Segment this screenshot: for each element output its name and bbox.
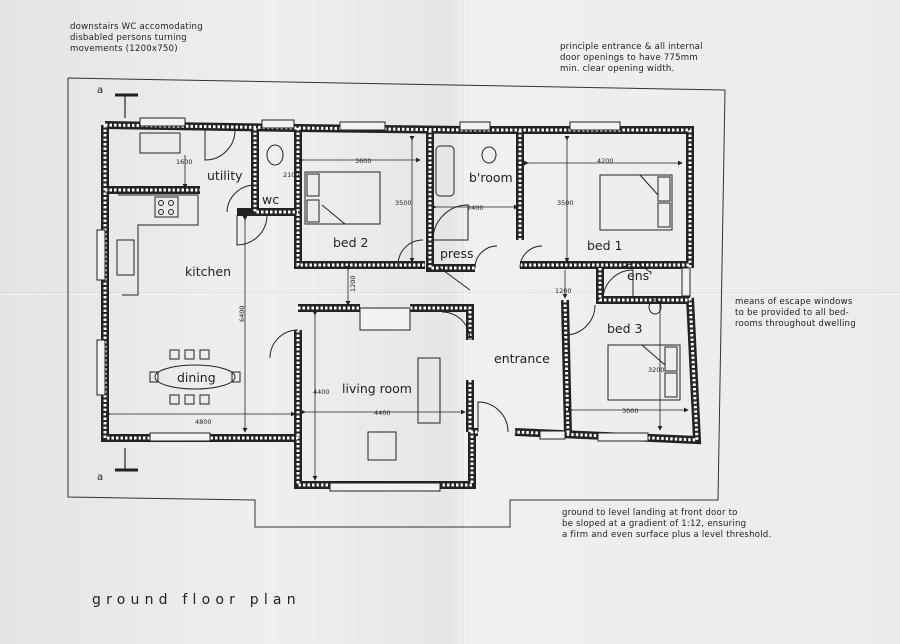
section-mark-top: a	[97, 85, 138, 118]
windows	[96, 117, 691, 492]
room-label-press: press	[440, 246, 474, 261]
svg-text:2400: 2400	[467, 204, 484, 212]
bed-icon	[607, 344, 681, 401]
svg-text:3500: 3500	[557, 199, 574, 207]
room-label-utility: utility	[207, 168, 243, 183]
escape-windows-note: means of escape windows to be provided t…	[735, 297, 856, 329]
sink-icon	[139, 132, 181, 154]
room-label-dining: dining	[177, 370, 216, 385]
svg-text:3000: 3000	[622, 407, 639, 415]
svg-text:1600: 1600	[176, 158, 193, 166]
room-label-bathroom: b'room	[469, 170, 513, 185]
svg-text:4800: 4800	[195, 418, 212, 426]
svg-text:4400: 4400	[374, 409, 391, 417]
room-label-bed-2: bed 2	[333, 235, 369, 250]
svg-text:a: a	[97, 85, 103, 96]
svg-text:1200: 1200	[555, 287, 572, 295]
bed-icon	[304, 171, 381, 225]
svg-text:3600: 3600	[355, 157, 372, 165]
dimension-labels: 1600 2100 3600 3500 2400 4200 3500 1200 …	[176, 157, 665, 426]
svg-text:6400: 6400	[238, 305, 246, 322]
svg-text:3200: 3200	[648, 366, 665, 374]
svg-text:4200: 4200	[597, 157, 614, 165]
toilet-icon	[481, 146, 497, 164]
section-mark-bottom: a	[97, 448, 138, 483]
stair-icon	[432, 204, 469, 241]
plan-title: ground floor plan	[92, 592, 301, 608]
room-label-bed-3: bed 3	[607, 321, 643, 336]
wc-note: downstairs WC accomodating disbabled per…	[70, 22, 203, 54]
room-label-wc: wc	[262, 192, 279, 207]
site-outline	[67, 77, 726, 528]
dining-table-icon	[154, 364, 236, 390]
bath-icon	[435, 145, 455, 197]
sofa-icon	[417, 357, 441, 424]
room-labels: utility wc kitchen dining bed 2 b'room p…	[177, 168, 653, 396]
entrance-note: principle entrance & all internal door o…	[560, 42, 703, 74]
room-label-kitchen: kitchen	[185, 264, 231, 279]
hob-icon	[154, 196, 179, 218]
landing-note: ground to level landing at front door to…	[562, 508, 772, 540]
stair-icon	[602, 269, 634, 299]
room-label-living-room: living room	[342, 381, 412, 396]
svg-text:3500: 3500	[395, 199, 412, 207]
dimension-lines	[106, 136, 689, 481]
svg-text:4400: 4400	[313, 388, 330, 396]
kitchen-sink-icon	[116, 239, 135, 276]
fold-crease-horizontal	[0, 292, 900, 295]
doors	[204, 129, 651, 433]
room-label-bed-1: bed 1	[587, 238, 623, 253]
svg-text:2100: 2100	[283, 171, 300, 179]
armchair-icon	[367, 431, 397, 461]
toilet-icon	[266, 144, 284, 166]
walls	[101, 121, 702, 489]
room-label-entrance: entrance	[494, 351, 550, 366]
furniture	[116, 132, 681, 461]
svg-text:1200: 1200	[349, 275, 357, 292]
bed-icon	[599, 174, 673, 231]
svg-text:a: a	[97, 472, 103, 483]
room-label-ensuite: ens'	[627, 268, 653, 283]
